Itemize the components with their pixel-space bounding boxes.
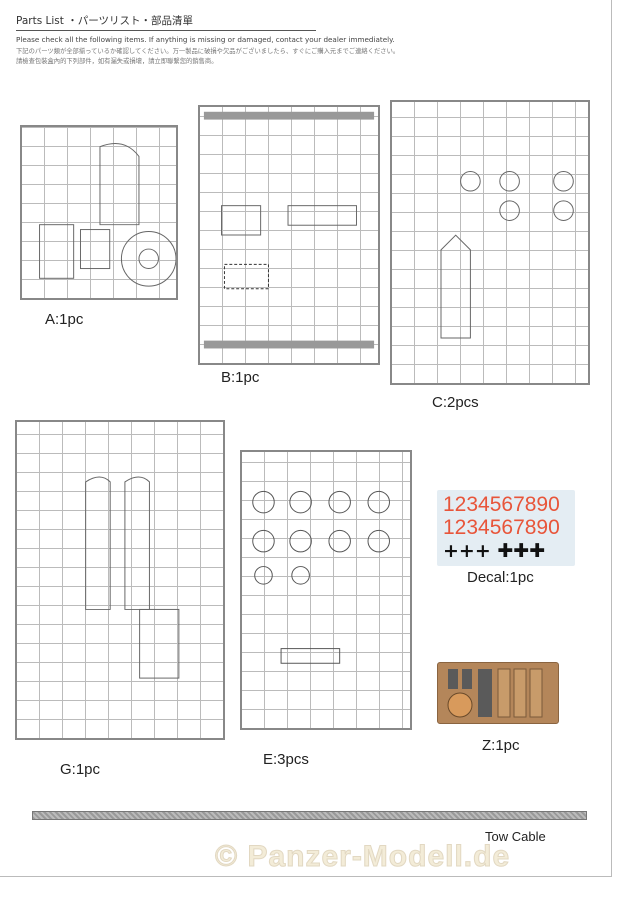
sprue-c-label: C:2pcs xyxy=(432,394,479,411)
decal-label: Decal:1pc xyxy=(467,569,534,586)
sprue-a-label: A:1pc xyxy=(45,311,84,328)
sprue-b-label: B:1pc xyxy=(221,369,260,386)
sprue-e-image xyxy=(240,450,412,730)
frame-border-bottom xyxy=(0,876,612,877)
instruction-jp: 下記のパーツ類が全部揃っているか確認してください。万一製品に破損や欠品がございま… xyxy=(16,48,400,55)
decal-numbers-row1: 1234567890 xyxy=(443,493,560,516)
sprue-b-image xyxy=(198,105,380,365)
decal-numbers-row2: 1234567890 xyxy=(443,516,560,539)
sprue-c-image xyxy=(390,100,590,385)
tow-cable-label: Tow Cable xyxy=(485,829,546,844)
sprue-a-image xyxy=(20,125,178,300)
watermark: © Panzer-Modell.de xyxy=(214,840,511,874)
tow-cable-image xyxy=(32,811,587,820)
sprue-e-label: E:3pcs xyxy=(263,751,309,768)
photo-etch-sheet xyxy=(437,662,559,724)
decal-crosses: +++ ✚✚✚ xyxy=(443,540,546,562)
photo-etch-label: Z:1pc xyxy=(482,737,520,754)
instruction-zh: 請檢查包裝盒內的下列部件，如有漏失或損壞，請立即聯繫您的銷售商。 xyxy=(16,58,218,65)
sprue-g-image xyxy=(15,420,225,740)
frame-border-right xyxy=(611,0,612,876)
decal-sheet: 1234567890 1234567890 +++ ✚✚✚ xyxy=(437,490,575,566)
page-title: Parts List ・パーツリスト・部品清單 xyxy=(16,13,316,31)
sprue-g-label: G:1pc xyxy=(60,761,101,778)
instruction-en: Please check all the following items. If… xyxy=(16,35,395,44)
